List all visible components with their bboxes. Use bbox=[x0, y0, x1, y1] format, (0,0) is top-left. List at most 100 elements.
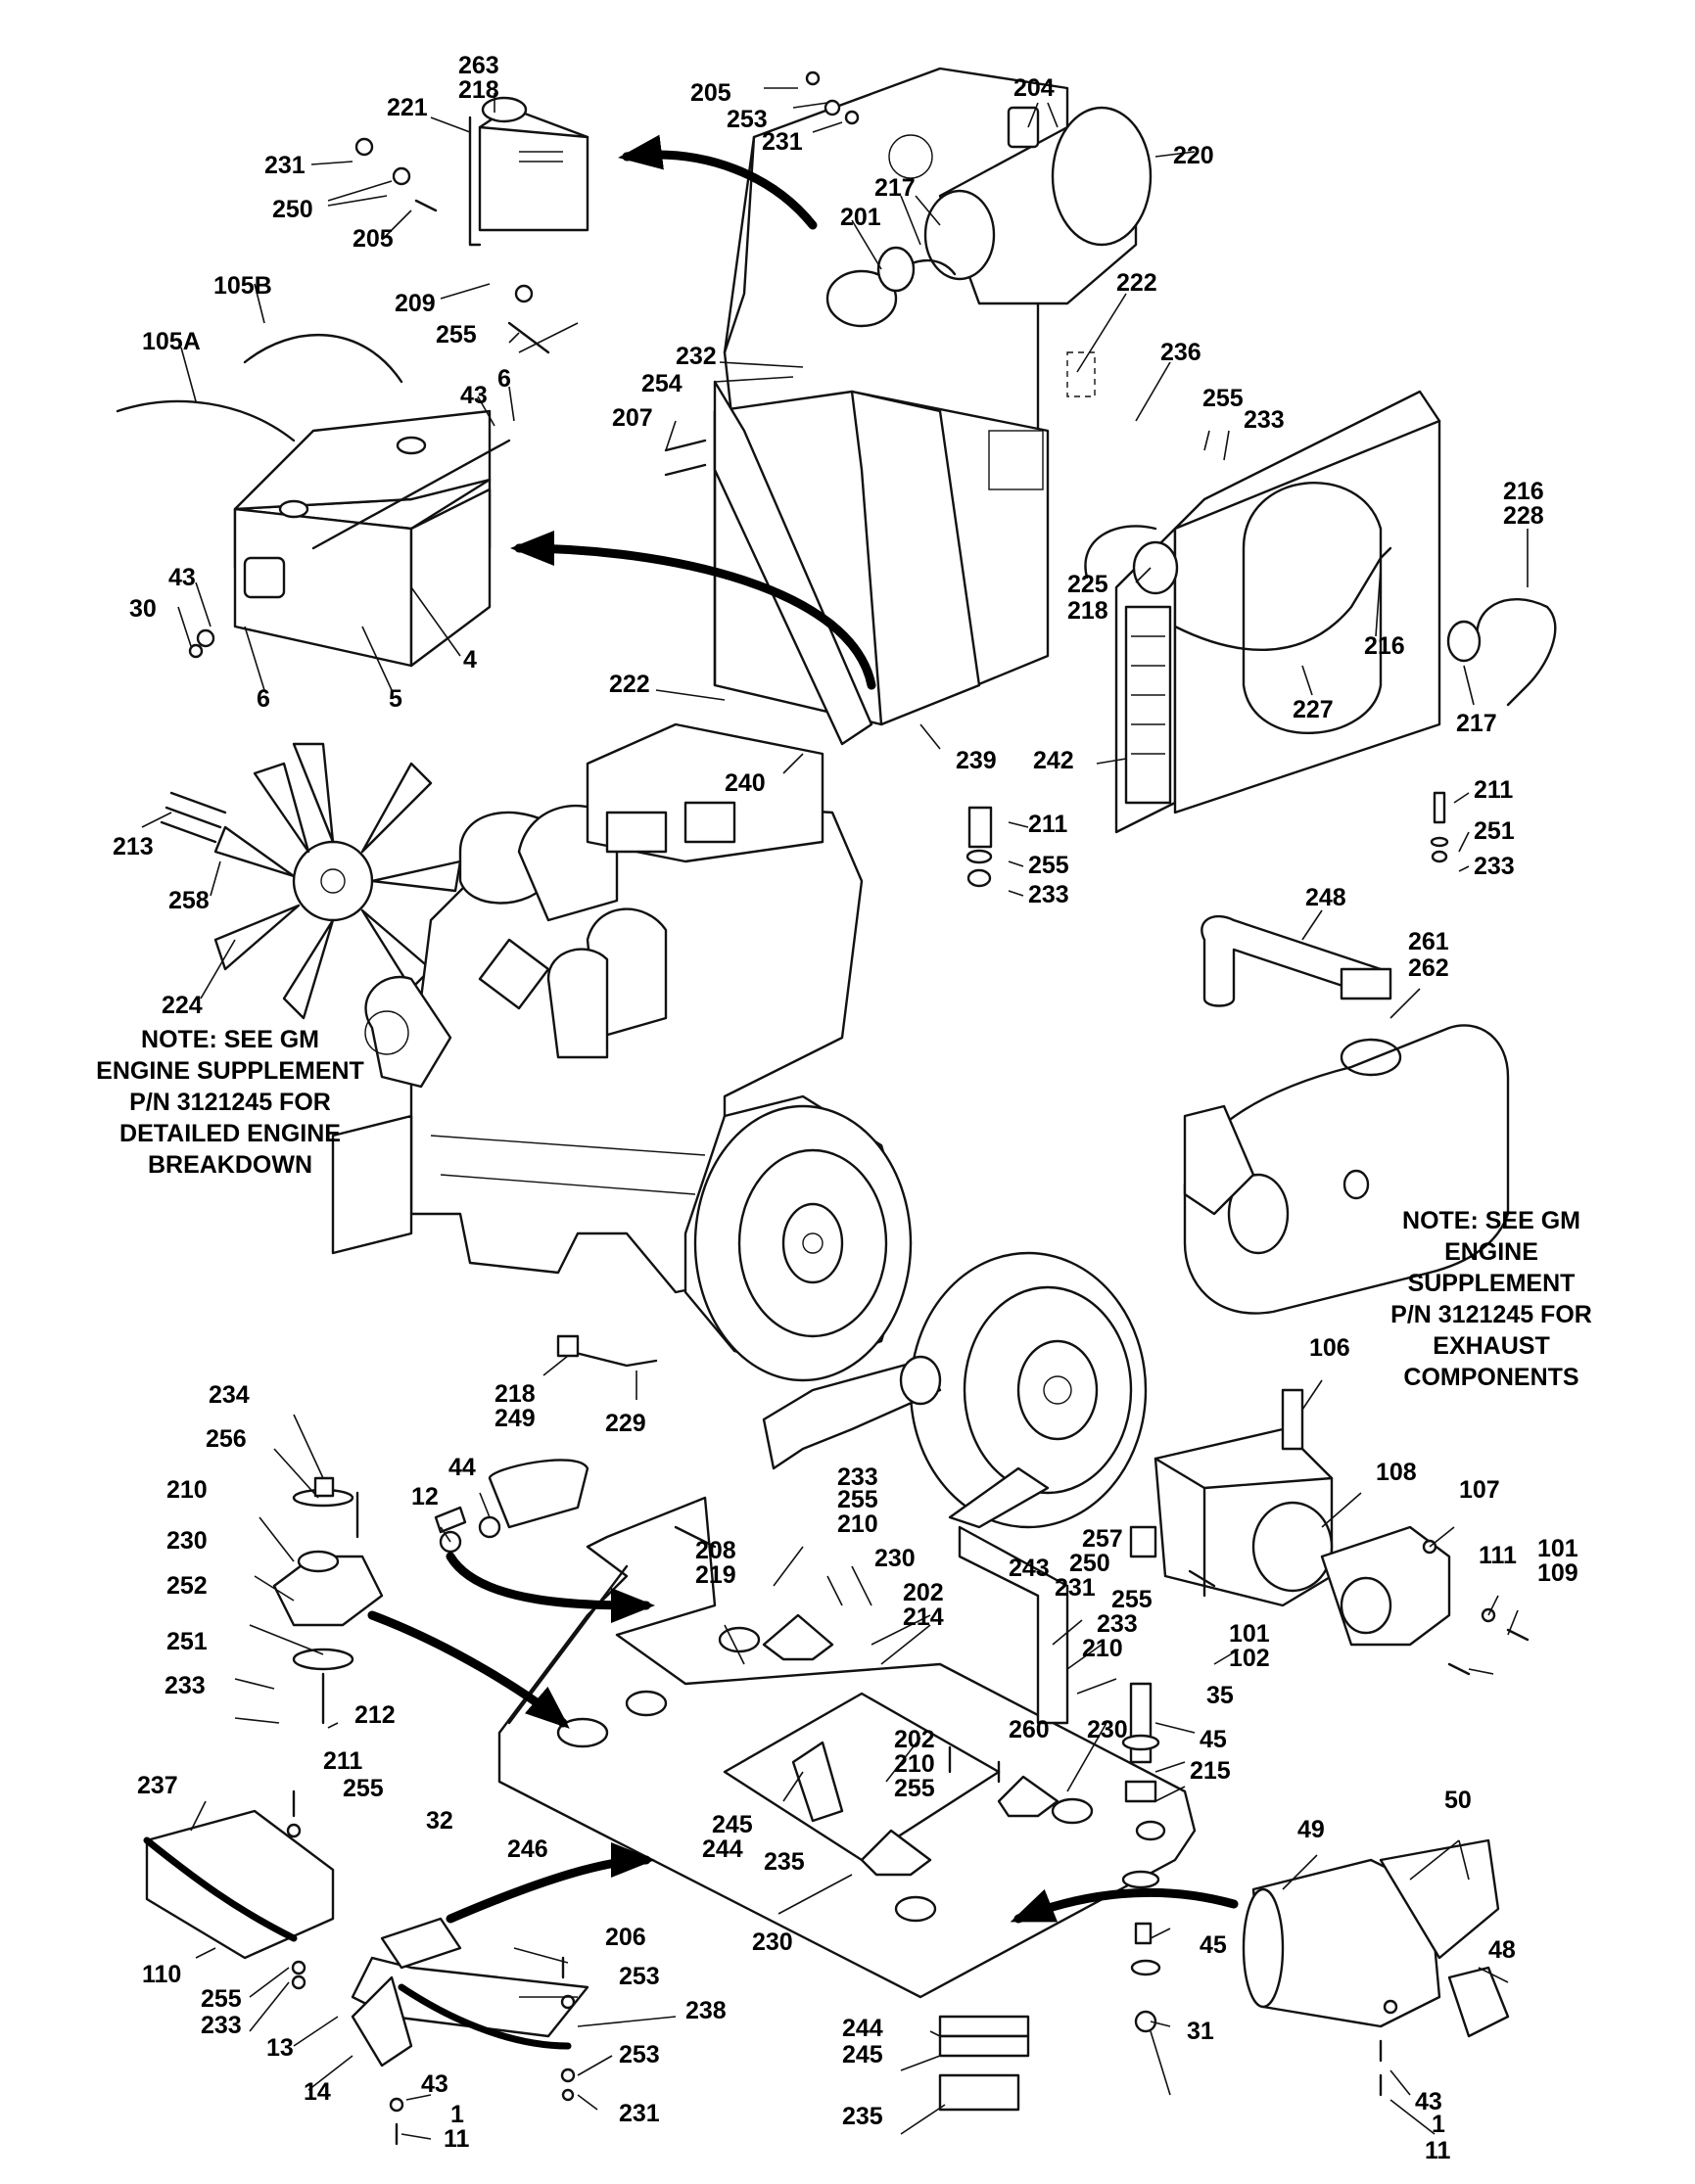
callout-232: 232 bbox=[676, 343, 717, 370]
callout-214: 214 bbox=[903, 1603, 944, 1631]
engine-note: NOTE: SEE GM ENGINE SUPPLEMENT P/N 31212… bbox=[96, 1026, 364, 1179]
callout-109: 109 bbox=[1537, 1559, 1578, 1587]
muffler bbox=[1183, 1024, 1510, 1315]
callout-255: 255 bbox=[1202, 385, 1244, 412]
callout-1: 1 bbox=[1432, 2111, 1445, 2138]
callout-43: 43 bbox=[1415, 2088, 1442, 2115]
callout-11: 11 bbox=[1425, 2137, 1451, 2164]
callout-209: 209 bbox=[395, 290, 436, 317]
engine-note-line-1: NOTE: SEE GM bbox=[141, 1026, 319, 1053]
callout-219: 219 bbox=[695, 1561, 736, 1589]
callout-248: 248 bbox=[1305, 884, 1346, 911]
callout-225: 225 bbox=[1067, 571, 1108, 598]
callout-101: 101 bbox=[1229, 1620, 1270, 1648]
callout-238: 238 bbox=[685, 1997, 727, 2024]
callout-231: 231 bbox=[619, 2100, 660, 2127]
callout-6: 6 bbox=[497, 365, 511, 393]
callout-251: 251 bbox=[1474, 817, 1515, 845]
callout-231: 231 bbox=[264, 152, 306, 179]
callout-253: 253 bbox=[727, 106, 768, 133]
upper-hose bbox=[1084, 525, 1157, 580]
callout-216: 216 bbox=[1364, 632, 1405, 660]
callout-101: 101 bbox=[1537, 1535, 1578, 1562]
engine-note-line-4: DETAILED ENGINE bbox=[119, 1120, 341, 1147]
callout-261: 261 bbox=[1408, 928, 1449, 955]
battery-cable-105b bbox=[243, 333, 403, 384]
callout-207: 207 bbox=[612, 404, 653, 432]
callout-229: 229 bbox=[605, 1410, 646, 1437]
callout-105b: 105B bbox=[213, 272, 272, 300]
callouts: 263 218 221 231 250 205 209 255 105B 105… bbox=[113, 52, 1578, 2164]
engine-block bbox=[331, 722, 864, 1294]
callout-217: 217 bbox=[874, 174, 916, 202]
callout-48: 48 bbox=[1488, 1936, 1516, 1964]
callout-233: 233 bbox=[1474, 853, 1515, 880]
battery-tray-strap bbox=[398, 1983, 572, 2050]
callout-4: 4 bbox=[463, 646, 477, 674]
callout-106: 106 bbox=[1309, 1334, 1350, 1362]
callout-245: 245 bbox=[842, 2041, 883, 2068]
engine-mount-left bbox=[272, 1550, 384, 1725]
callout-208: 208 bbox=[695, 1537, 736, 1564]
exhaust-note-line-5: EXHAUST bbox=[1433, 1332, 1549, 1360]
battery-strap bbox=[143, 1836, 298, 1942]
assembly-arrows bbox=[367, 134, 1239, 1924]
callout-212: 212 bbox=[354, 1701, 396, 1729]
callout-244: 244 bbox=[842, 2015, 883, 2042]
callout-215: 215 bbox=[1190, 1757, 1231, 1785]
callout-245: 245 bbox=[712, 1811, 753, 1838]
callout-253: 253 bbox=[619, 1963, 660, 1990]
callout-210: 210 bbox=[1082, 1635, 1123, 1662]
callout-107: 107 bbox=[1459, 1476, 1500, 1504]
callout-12: 12 bbox=[411, 1483, 439, 1510]
callout-244: 244 bbox=[702, 1835, 743, 1863]
exhaust-note-line-1: NOTE: SEE GM bbox=[1402, 1207, 1580, 1234]
callout-233: 233 bbox=[1028, 881, 1069, 908]
callout-252: 252 bbox=[166, 1572, 208, 1600]
callout-262: 262 bbox=[1408, 954, 1449, 982]
callout-224: 224 bbox=[162, 992, 203, 1019]
callout-1: 1 bbox=[450, 2101, 464, 2128]
callout-235: 235 bbox=[842, 2103, 883, 2130]
air-cleaner bbox=[825, 106, 1153, 328]
callout-236: 236 bbox=[1160, 339, 1201, 366]
callout-233: 233 bbox=[837, 1464, 878, 1491]
callout-211: 211 bbox=[1474, 776, 1513, 804]
exhaust-note-line-4: P/N 3121245 FOR bbox=[1390, 1301, 1592, 1328]
callout-108: 108 bbox=[1376, 1459, 1417, 1486]
callout-228: 228 bbox=[1503, 502, 1544, 530]
callout-246: 246 bbox=[507, 1835, 548, 1863]
callout-255: 255 bbox=[343, 1775, 384, 1802]
callout-216: 216 bbox=[1503, 478, 1544, 505]
callout-263: 263 bbox=[458, 52, 499, 79]
callout-250: 250 bbox=[272, 196, 313, 223]
callout-213: 213 bbox=[113, 833, 154, 860]
hydraulic-pump bbox=[1129, 1388, 1451, 1647]
callout-255: 255 bbox=[894, 1775, 935, 1802]
callout-237: 237 bbox=[137, 1772, 178, 1799]
callout-235: 235 bbox=[764, 1848, 805, 1876]
callout-43: 43 bbox=[168, 564, 196, 591]
callout-205: 205 bbox=[690, 79, 731, 107]
callout-256: 256 bbox=[206, 1425, 247, 1453]
callout-255: 255 bbox=[201, 1985, 242, 2013]
callout-233: 233 bbox=[165, 1672, 206, 1699]
callout-43: 43 bbox=[421, 2070, 448, 2098]
callout-206: 206 bbox=[605, 1924, 646, 1951]
callout-243: 243 bbox=[1009, 1555, 1050, 1582]
fasteners bbox=[188, 70, 1530, 2146]
starter-motor bbox=[1242, 1838, 1510, 2038]
callout-250: 250 bbox=[1069, 1550, 1110, 1577]
engine-note-line-3: P/N 3121245 FOR bbox=[129, 1089, 331, 1116]
engine-note-line-5: BREAKDOWN bbox=[148, 1151, 312, 1179]
callout-5: 5 bbox=[389, 685, 402, 713]
callout-6: 6 bbox=[257, 685, 270, 713]
callout-110: 110 bbox=[142, 1961, 181, 1988]
callout-218: 218 bbox=[458, 76, 499, 104]
callout-220: 220 bbox=[1173, 142, 1214, 169]
callout-231: 231 bbox=[762, 128, 803, 156]
callout-31: 31 bbox=[1187, 2018, 1214, 2045]
callout-211: 211 bbox=[323, 1747, 362, 1775]
callout-258: 258 bbox=[168, 887, 210, 914]
